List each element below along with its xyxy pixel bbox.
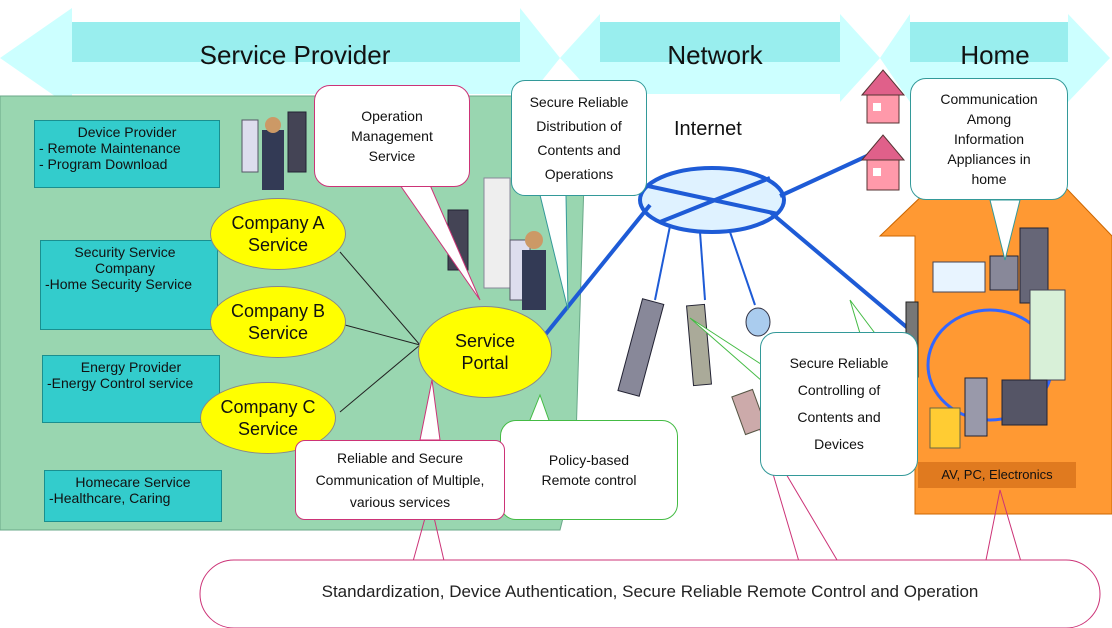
bottom-banner-text: Standardization, Device Authentication, … <box>321 582 979 601</box>
mobile-devices <box>617 298 771 436</box>
home-appliances-label: AV, PC, Electronics <box>941 467 1053 482</box>
service-box-line: - Program Download <box>39 156 168 172</box>
service-portal-node: Service Portal <box>418 306 552 398</box>
callout-policy-remote: Policy-based Remote control <box>500 420 678 520</box>
company-links <box>339 251 421 413</box>
service-box-energy: Energy Provider -Energy Control service <box>42 355 220 423</box>
home-appliances <box>905 227 1066 449</box>
service-box-title: Energy Provider <box>80 359 182 375</box>
house-icon <box>860 69 906 191</box>
callout-operation-management: Operation Management Service <box>314 85 470 187</box>
callout-secure-controlling: Secure Reliable Controlling of Contents … <box>760 332 918 476</box>
internet-cloud <box>638 166 786 234</box>
service-box-line: -Home Security Service <box>45 276 193 292</box>
bottom-banner-shape <box>199 559 1101 628</box>
header-service-provider: Service Provider <box>199 40 391 70</box>
service-box-title: Security Service Company <box>74 244 176 276</box>
company-b-node: Company B Service <box>210 286 346 358</box>
service-box-device-provider: Device Provider - Remote Maintenance - P… <box>34 120 220 188</box>
header-home: Home <box>960 40 1030 70</box>
callout-communication-among: Communication Among Information Applianc… <box>910 78 1068 200</box>
service-box-line: -Energy Control service <box>47 375 194 391</box>
service-box-security: Security Service Company -Home Security … <box>40 240 218 330</box>
company-c-node: Company C Service <box>200 382 336 454</box>
service-box-line: - Remote Maintenance <box>39 140 181 156</box>
service-box-line: -Healthcare, Caring <box>49 490 171 506</box>
server-illustration <box>241 111 546 310</box>
service-box-title: Device Provider <box>77 124 177 140</box>
service-box-title: Homecare Service <box>75 474 191 490</box>
callout-tails <box>399 184 1021 442</box>
company-a-node: Company A Service <box>210 198 346 270</box>
header-network: Network <box>667 40 763 70</box>
internet-label: Internet <box>674 118 742 140</box>
callout-secure-distribution: Secure Reliable Distribution of Contents… <box>511 80 647 196</box>
callout-reliable-secure-communication: Reliable and Secure Communication of Mul… <box>295 440 505 520</box>
service-box-homecare: Homecare Service -Healthcare, Caring <box>44 470 222 522</box>
